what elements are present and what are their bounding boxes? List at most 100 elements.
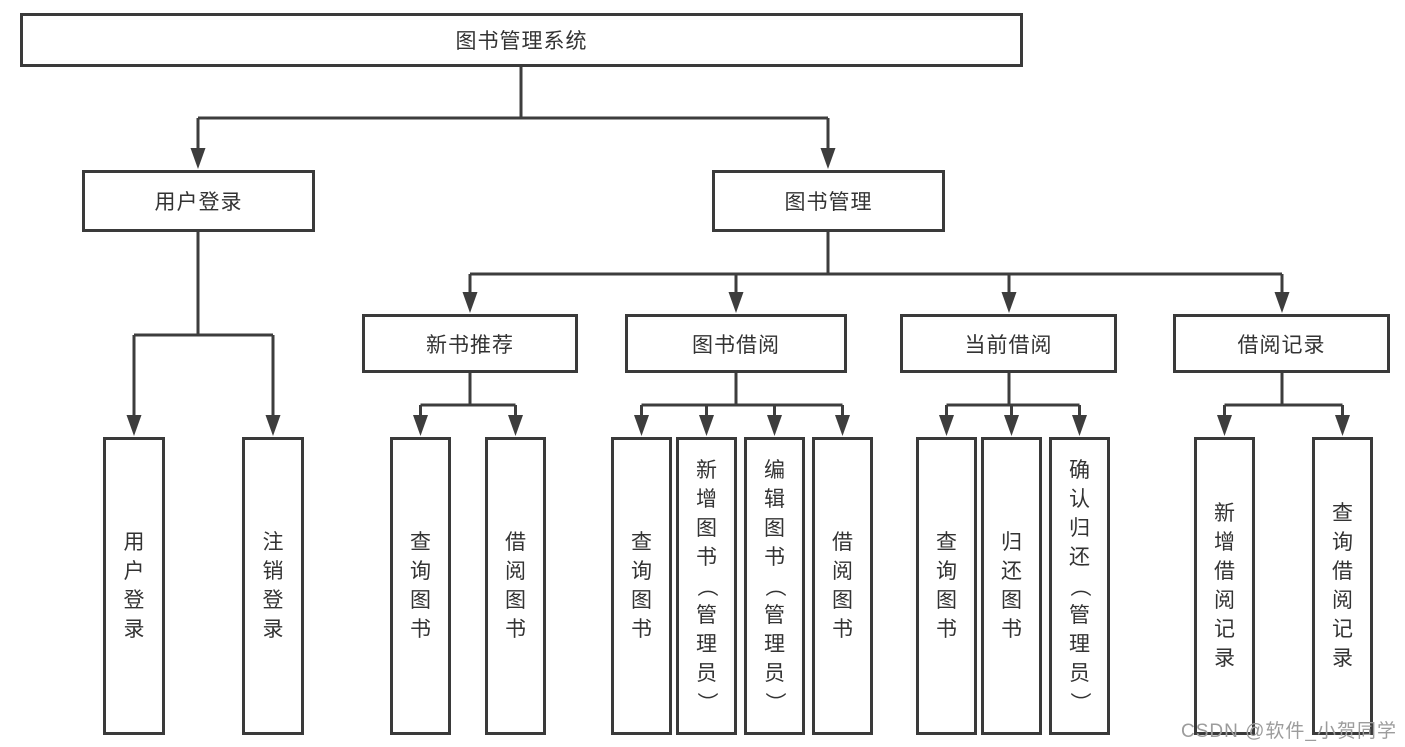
vertical-char: 询 xyxy=(936,560,957,583)
node-user-login-label: 用户登录 xyxy=(154,191,243,214)
vertical-char: 书 xyxy=(832,618,853,641)
vertical-char: 借 xyxy=(832,531,853,554)
node-borrow-records-label: 借阅记录 xyxy=(1237,333,1326,357)
node-root: 图书管理系统 xyxy=(20,13,1023,67)
vertical-char: 理 xyxy=(696,632,717,656)
node-leaf-confirm-return-admin: 确认归还 （ 管理员 ） xyxy=(1049,437,1110,735)
vertical-char: 书 xyxy=(696,545,717,569)
vertical-char: 归 xyxy=(1069,516,1090,540)
vertical-char: 员 xyxy=(764,661,785,685)
vertical-char: 图 xyxy=(631,589,652,612)
node-leaf-query-borrow-record: 查询借阅记录 xyxy=(1312,437,1373,735)
vertical-char: 阅 xyxy=(1214,589,1235,612)
node-new-book-rec: 新书推荐 xyxy=(362,314,578,373)
node-book-borrow-label: 图书借阅 xyxy=(692,333,780,357)
vertical-char: 还 xyxy=(1069,545,1090,569)
vertical-char: 员 xyxy=(696,661,717,685)
node-leaf-edit-books-admin: 编辑图书 （ 管理员 ） xyxy=(744,437,805,735)
node-book-mgmt: 图书管理 xyxy=(712,170,945,232)
vertical-char: 注 xyxy=(262,531,284,554)
vertical-char: 新 xyxy=(696,458,717,482)
node-root-label: 图书管理系统 xyxy=(455,30,588,53)
vertical-char: 书 xyxy=(936,618,957,641)
vertical-char: 图 xyxy=(936,589,957,612)
vertical-char: 归 xyxy=(1001,531,1022,554)
node-leaf-borrow-books-rec: 借阅图书 xyxy=(485,437,546,735)
node-leaf-add-borrow-record: 新增借阅记录 xyxy=(1194,437,1255,735)
vertical-char: 查 xyxy=(936,531,957,554)
vertical-char: 员 xyxy=(1069,661,1090,685)
vertical-char: 记 xyxy=(1332,618,1353,641)
node-leaf-borrow-books: 借阅图书 xyxy=(812,437,873,735)
connector-user-login-to-leaves xyxy=(126,232,281,436)
vertical-char: 询 xyxy=(410,560,431,583)
vertical-char: ） xyxy=(1068,691,1091,713)
node-user-login: 用户登录 xyxy=(82,170,315,232)
node-leaf-logout-login: 注销登录 xyxy=(242,437,304,735)
vertical-char: 借 xyxy=(1214,560,1235,583)
vertical-char: 增 xyxy=(696,487,717,511)
vertical-char: 辑 xyxy=(764,487,785,511)
connector-records-to-leaves xyxy=(1217,373,1350,436)
vertical-char: 登 xyxy=(123,589,145,612)
vertical-char: 管 xyxy=(1069,603,1090,627)
connector-new-book-to-leaves xyxy=(413,373,523,436)
vertical-char: 图 xyxy=(764,516,785,540)
vertical-char: 书 xyxy=(764,545,785,569)
vertical-char: 还 xyxy=(1001,560,1022,583)
vertical-char: 管 xyxy=(696,603,717,627)
vertical-char: （ xyxy=(763,575,786,597)
vertical-char: 确 xyxy=(1069,458,1090,482)
vertical-char: 询 xyxy=(631,560,652,583)
vertical-char: 编 xyxy=(764,458,785,482)
vertical-char: 借 xyxy=(505,531,526,554)
vertical-char: 录 xyxy=(1214,647,1235,670)
node-current-borrow: 当前借阅 xyxy=(900,314,1117,373)
vertical-char: 录 xyxy=(1332,647,1353,670)
node-leaf-add-books-admin: 新增图书 （ 管理员 ） xyxy=(676,437,737,735)
vertical-char: 图 xyxy=(832,589,853,612)
vertical-char: 录 xyxy=(262,618,284,641)
vertical-char: 理 xyxy=(764,632,785,656)
vertical-char: 图 xyxy=(505,589,526,612)
vertical-char: 户 xyxy=(123,560,145,583)
vertical-char: 增 xyxy=(1214,531,1235,554)
vertical-char: 认 xyxy=(1069,487,1090,511)
vertical-char: 阅 xyxy=(832,560,853,583)
vertical-char: 图 xyxy=(696,516,717,540)
vertical-char: 查 xyxy=(410,531,431,554)
node-borrow-records: 借阅记录 xyxy=(1173,314,1390,373)
node-current-borrow-label: 当前借阅 xyxy=(964,333,1053,357)
node-leaf-query-books-rec: 查询图书 xyxy=(390,437,451,735)
node-new-book-rec-label: 新书推荐 xyxy=(426,333,514,357)
vertical-char: 阅 xyxy=(1332,589,1353,612)
vertical-char: 登 xyxy=(262,589,284,612)
node-leaf-query-books-borrow: 查询图书 xyxy=(611,437,672,735)
vertical-char: 书 xyxy=(410,618,431,641)
vertical-char: ） xyxy=(695,691,718,713)
vertical-char: 管 xyxy=(764,603,785,627)
vertical-char: 新 xyxy=(1214,502,1235,525)
vertical-char: 理 xyxy=(1069,632,1090,656)
connector-borrow-to-leaves xyxy=(634,373,850,436)
csdn-watermark: CSDN @软件_小贺同学 xyxy=(1181,721,1397,742)
vertical-char: 书 xyxy=(631,618,652,641)
vertical-char: 图 xyxy=(1001,589,1022,612)
node-book-borrow: 图书借阅 xyxy=(625,314,847,373)
connector-book-mgmt-to-level3 xyxy=(462,232,1290,313)
vertical-char: 销 xyxy=(262,560,284,583)
node-leaf-return-books: 归还图书 xyxy=(981,437,1042,735)
vertical-char: 记 xyxy=(1214,618,1235,641)
node-book-mgmt-label: 图书管理 xyxy=(784,191,873,214)
vertical-char: 图 xyxy=(410,589,431,612)
node-leaf-query-books-current: 查询图书 xyxy=(916,437,977,735)
vertical-char: 书 xyxy=(1001,618,1022,641)
vertical-char: 书 xyxy=(505,618,526,641)
vertical-char: 询 xyxy=(1332,531,1353,554)
vertical-char: 录 xyxy=(123,618,145,641)
vertical-char: ） xyxy=(763,691,786,713)
vertical-char: （ xyxy=(1068,575,1091,597)
vertical-char: （ xyxy=(695,575,718,597)
